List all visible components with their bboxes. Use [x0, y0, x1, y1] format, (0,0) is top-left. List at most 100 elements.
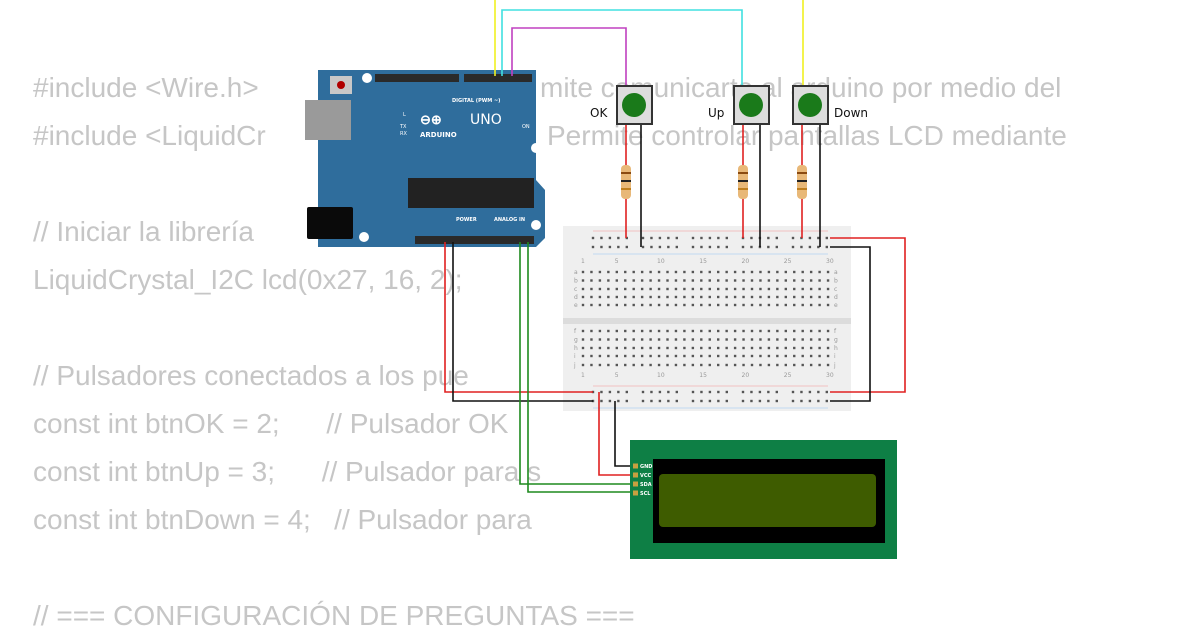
breadboard-hole	[750, 354, 754, 358]
column-label: 5	[615, 372, 619, 379]
breadboard-hole	[767, 354, 771, 358]
breadboard-hole	[717, 346, 720, 350]
rail-hole	[725, 390, 728, 394]
rail-hole	[641, 399, 645, 403]
row-label: f	[574, 328, 577, 335]
breadboard-hole	[717, 279, 720, 282]
breadboard-hole	[590, 279, 593, 282]
rail-hole	[708, 399, 712, 403]
rail-hole	[791, 236, 795, 240]
breadboard-hole	[640, 287, 644, 291]
breadboard-hole	[607, 338, 610, 341]
code-line-2b: Permite controlar pantallas LCD mediante	[547, 120, 1067, 151]
breadboard-hole	[657, 279, 661, 282]
breadboard-hole	[776, 346, 779, 350]
breadboard-hole	[598, 363, 602, 367]
breadboard-hole	[700, 295, 703, 299]
breadboard-hole	[674, 287, 678, 291]
breadboard-hole	[801, 287, 804, 291]
breadboard-hole	[742, 354, 745, 358]
breadboard-hole	[801, 346, 804, 350]
rail-hole	[750, 390, 753, 394]
breadboard-hole	[581, 270, 585, 274]
rail-hole	[700, 399, 703, 403]
infinity-logo-icon: ⊖⊕	[420, 112, 442, 127]
rail-hole	[725, 236, 728, 240]
breadboard-hole	[759, 303, 762, 307]
pushbutton-ok[interactable]: OK	[590, 85, 653, 125]
breadboard-hole	[767, 270, 771, 274]
row-label: j	[573, 362, 576, 369]
column-label: 15	[699, 258, 707, 265]
breadboard-hole	[607, 363, 610, 367]
rail-hole	[608, 236, 612, 240]
breadboard-hole	[640, 329, 644, 333]
breadboard-hole	[708, 303, 711, 307]
breadboard-hole	[581, 303, 585, 307]
breadboard-hole	[581, 329, 585, 333]
breadboard-hole	[607, 295, 610, 299]
breadboard-hole	[784, 329, 787, 333]
breadboard-hole	[581, 338, 585, 341]
breadboard-hole	[581, 295, 585, 299]
arduino-model: UNO	[470, 112, 502, 128]
column-label: 30	[826, 372, 834, 379]
breadboard-hole	[691, 338, 695, 341]
breadboard-hole	[826, 338, 830, 341]
breadboard-hole	[624, 295, 627, 299]
breadboard-hole	[640, 354, 644, 358]
rail-hole	[767, 236, 770, 240]
breadboard-hole	[649, 279, 652, 282]
row-label: a	[834, 269, 838, 276]
row-label: i	[574, 353, 576, 360]
rail-hole	[775, 399, 778, 403]
column-label: 5	[615, 258, 619, 265]
breadboard-hole	[640, 346, 644, 350]
breadboard-hole	[683, 346, 686, 350]
breadboard-hole	[657, 329, 661, 333]
row-label: e	[834, 302, 838, 309]
breadboard-hole	[666, 295, 669, 299]
rail-hole	[650, 236, 653, 240]
arduino-uno[interactable]: ⊖⊕ ARDUINO UNO DIGITAL (PWM ~) POWER ANA…	[305, 70, 545, 247]
breadboard-hole	[657, 338, 661, 341]
breadboard-hole	[590, 338, 593, 341]
pushbutton-down[interactable]: Down	[792, 85, 868, 125]
breadboard-hole	[649, 338, 652, 341]
rail-hole	[717, 236, 720, 240]
breadboard-hole	[640, 363, 644, 367]
breadboard-hole	[750, 295, 754, 299]
breadboard-hole	[598, 295, 602, 299]
breadboard-hole	[818, 354, 821, 358]
arduino-brand: ARDUINO	[420, 131, 457, 139]
column-label: 25	[784, 372, 792, 379]
breadboard-hole	[683, 363, 686, 367]
rail-hole	[791, 399, 795, 403]
breadboard-hole	[640, 295, 644, 299]
breadboard-hole	[818, 270, 821, 274]
breadboard-hole	[733, 295, 737, 299]
rail-hole	[825, 390, 828, 394]
rail-hole	[775, 236, 778, 240]
rail-hole	[650, 390, 653, 394]
breadboard-hole	[759, 270, 762, 274]
pushbutton-up[interactable]: Up	[708, 85, 770, 125]
breadboard-hole	[581, 346, 585, 350]
rail-hole	[808, 245, 812, 249]
rail-hole	[758, 399, 762, 403]
rail-hole	[608, 245, 612, 249]
breadboard-hole	[809, 295, 813, 299]
breadboard-hole	[657, 270, 661, 274]
row-label: g	[574, 337, 578, 344]
breadboard-hole	[666, 303, 669, 307]
lcd-pin-label: VCC	[640, 473, 652, 479]
breadboard-hole	[717, 303, 720, 307]
breadboard-hole	[590, 346, 593, 350]
rail-hole	[717, 245, 720, 249]
breadboard-hole	[666, 354, 669, 358]
button-label-up: Up	[708, 106, 724, 120]
breadboard-hole	[615, 338, 618, 341]
rail-hole	[767, 399, 770, 403]
